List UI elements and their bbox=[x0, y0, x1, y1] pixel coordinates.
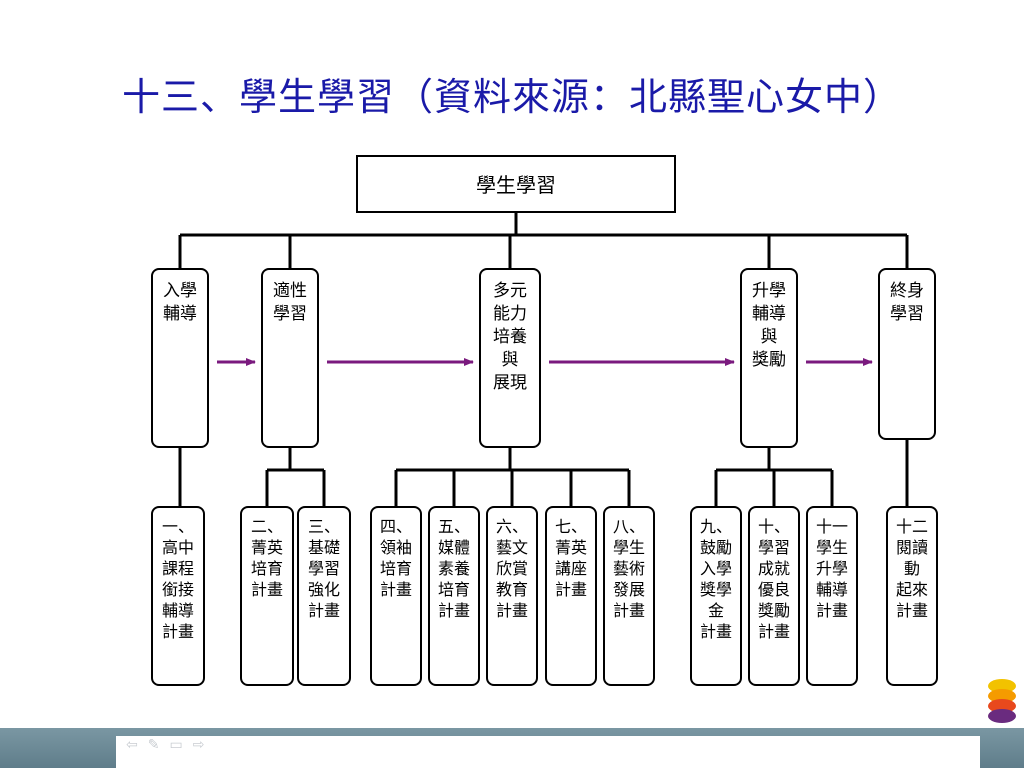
node-branch-3: 多元 能力 培養 與 展現 bbox=[479, 268, 541, 448]
slide-nav-controls: ⇦✎▭⇨ bbox=[126, 737, 214, 753]
node-leaf-3-4: 七、 菁英 講座 計畫 bbox=[545, 506, 597, 686]
footer-panel bbox=[116, 736, 980, 768]
node-leaf-3-2: 五、 媒體 素養 培育 計畫 bbox=[428, 506, 480, 686]
node-leaf-4-3: 十一 學生 升學 輔導 計畫 bbox=[806, 506, 858, 686]
node-leaf-2-2: 三、 基礎 學習 強化 計畫 bbox=[297, 506, 351, 686]
nav-forward-icon[interactable]: ⇨ bbox=[192, 737, 215, 753]
node-leaf-3-1: 四、 領袖 培育 計畫 bbox=[370, 506, 422, 686]
node-leaf-4-2: 十、 學習 成就 優良 獎勵 計畫 bbox=[748, 506, 800, 686]
node-leaf-4-1: 九、 鼓勵 入學 獎學 金 計畫 bbox=[690, 506, 742, 686]
slide-title: 十三、學生學習（資料來源：北縣聖心女中） bbox=[121, 75, 902, 119]
node-branch-1: 入學 輔導 bbox=[151, 268, 209, 448]
node-branch-5: 終身 學習 bbox=[878, 268, 936, 440]
decorative-corner-graphic bbox=[988, 679, 1016, 723]
node-leaf-3-3: 六、 藝文 欣賞 教育 計畫 bbox=[486, 506, 538, 686]
node-leaf-5-1: 十二 閱讀 動 起來 計畫 bbox=[886, 506, 938, 686]
node-root: 學生學習 bbox=[356, 155, 676, 213]
node-leaf-2-1: 二、 菁英 培育 計畫 bbox=[240, 506, 294, 686]
node-leaf-3-5: 八、 學生 藝術 發展 計畫 bbox=[603, 506, 655, 686]
nav-back-icon[interactable]: ⇦ bbox=[126, 737, 148, 753]
nav-pen-icon[interactable]: ✎ bbox=[147, 737, 170, 753]
node-branch-2: 適性 學習 bbox=[261, 268, 319, 448]
node-leaf-1-1: 一、 高中 課程 銜接 輔導 計畫 bbox=[151, 506, 205, 686]
nav-menu-icon[interactable]: ▭ bbox=[169, 737, 193, 753]
node-branch-4: 升學 輔導 與 獎勵 bbox=[740, 268, 798, 448]
